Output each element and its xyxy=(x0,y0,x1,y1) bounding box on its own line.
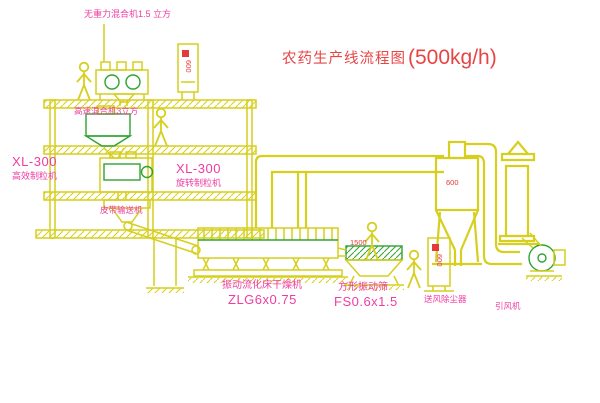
title-capacity: (500kg/h) xyxy=(408,46,497,69)
cabinet2-indicator xyxy=(432,244,439,251)
dryer-model-label: ZLG6x0.75 xyxy=(228,292,297,307)
granulator-drum xyxy=(103,163,154,181)
high-speed-mixer-label: 高速混合机3立方 xyxy=(74,106,139,116)
worker-figure xyxy=(153,107,169,147)
cabinet1-number: 600 xyxy=(184,60,193,73)
building-frame xyxy=(35,99,265,293)
hopper xyxy=(103,199,151,223)
belt-conveyor-label: 皮带输送机 xyxy=(100,205,143,215)
control-cabinet-2 xyxy=(424,237,454,292)
chute xyxy=(103,147,125,159)
fan-motor xyxy=(521,232,566,281)
left-granulator-model: XL-300 xyxy=(12,154,57,169)
fluid-bed-dryer xyxy=(188,227,348,283)
sieve-model-label: FS0.6x1.5 xyxy=(334,294,398,309)
cyclone-separator xyxy=(432,140,482,266)
high-speed-mixer-motor xyxy=(97,100,128,115)
control-cabinet-1 xyxy=(177,43,199,100)
dryer-name-label: 振动流化床干燥机 xyxy=(222,280,302,291)
dust-collector-label: 送风除尘器 xyxy=(424,294,467,304)
cabinet1-indicator xyxy=(182,50,189,57)
gravity-mixer-label: 无重力混合机1.5 立方 xyxy=(84,9,172,19)
cabinet2-number: 600 xyxy=(435,254,444,267)
high-speed-mixer xyxy=(83,113,133,147)
diagram-title: 农药生产线流程图 (500kg/h) xyxy=(282,46,497,70)
gravity-mixer xyxy=(95,24,149,103)
fan-duct xyxy=(465,142,522,266)
right-granulator-name: 旋转制粒机 xyxy=(176,178,222,188)
cyclone-dimension: 600 xyxy=(446,178,459,187)
sieve-name-label: 方形振动筛 xyxy=(338,282,388,293)
worker-figure xyxy=(76,61,92,101)
worker-figure xyxy=(406,249,422,289)
exhaust-duct xyxy=(254,154,444,228)
chimney-stack xyxy=(498,140,540,246)
belt-conveyor xyxy=(123,221,201,255)
induced-fan-label: 引风机 xyxy=(495,301,521,311)
vibrating-sieve-body xyxy=(337,247,404,290)
title-text: 农药生产线流程图 xyxy=(282,51,406,67)
left-granulator-name: 高效制粒机 xyxy=(12,171,58,181)
gravity-mixer-rotors xyxy=(104,74,141,90)
sieve-dimension: 1500 xyxy=(350,238,367,247)
induced-fan xyxy=(528,244,556,272)
right-granulator-model: XL-300 xyxy=(176,161,221,176)
